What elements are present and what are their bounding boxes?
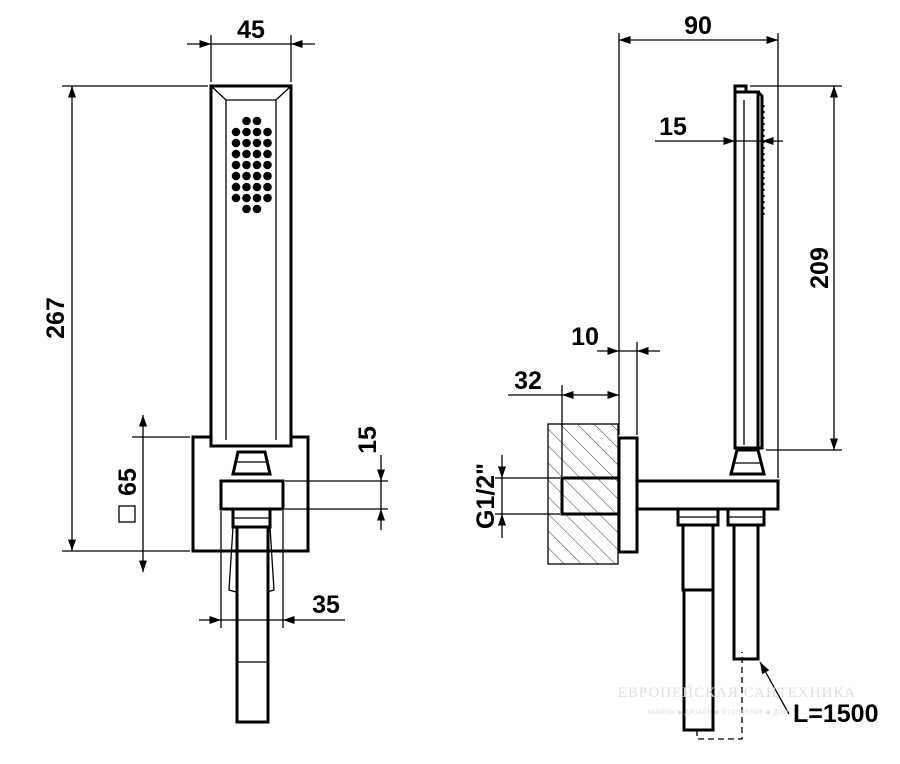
holder-front bbox=[219, 479, 285, 511]
nozzle-dot bbox=[242, 204, 251, 214]
dimension-hose-length: L=1500 bbox=[759, 661, 879, 728]
holder-neck-front bbox=[231, 450, 272, 476]
dimension-10: 10 bbox=[571, 323, 660, 435]
spray-nozzles bbox=[231, 116, 272, 214]
square-symbol bbox=[118, 505, 136, 523]
nozzle-dot bbox=[263, 182, 272, 192]
nozzle-dot bbox=[242, 149, 251, 159]
holder-neck-side bbox=[729, 448, 766, 476]
nozzle-dot bbox=[242, 193, 251, 203]
nozzle-dot bbox=[231, 193, 241, 203]
dimension-15-left: 15 bbox=[285, 426, 388, 530]
nozzle-dot bbox=[242, 171, 251, 181]
hose-connector-front bbox=[231, 507, 272, 529]
nozzle-dot bbox=[231, 160, 241, 170]
nozzle-dot bbox=[242, 127, 251, 137]
nozzle-dot bbox=[252, 204, 262, 214]
dimension-32: 32 bbox=[508, 367, 619, 476]
dimension-thread: G1/2" bbox=[472, 455, 560, 538]
handshower-front bbox=[209, 84, 293, 448]
nozzle-dot bbox=[263, 160, 272, 170]
watermark-line-1: ЕВРОПЕЙСКАЯ САНТЕХНИКА bbox=[618, 684, 857, 701]
nozzle-dot bbox=[263, 149, 272, 159]
handshower-side bbox=[733, 84, 765, 450]
dimension-209-label: 209 bbox=[806, 247, 834, 289]
nozzle-dot bbox=[231, 127, 241, 137]
dimension-thread-label: G1/2" bbox=[472, 463, 500, 529]
dimension-45: 45 bbox=[187, 16, 315, 82]
nozzle-dot bbox=[231, 149, 241, 159]
nozzle-dot bbox=[252, 138, 262, 148]
dimension-45-label: 45 bbox=[237, 16, 265, 44]
dimension-35: 35 bbox=[199, 511, 345, 628]
dimension-267-label: 267 bbox=[42, 297, 70, 339]
nozzle-dot bbox=[252, 149, 262, 159]
dimension-15-right-label: 15 bbox=[659, 113, 687, 141]
nozzle-dot bbox=[252, 171, 262, 181]
nozzle-dot bbox=[252, 127, 262, 137]
nozzle-dot bbox=[252, 182, 262, 192]
nozzle-dot bbox=[242, 182, 251, 192]
nozzle-dot bbox=[252, 116, 262, 126]
watermark-line-2: КАМЕНЬ ◆ ДИЗАЙН ◆ ОТОПЛЕНИЕ ◆ ДОМ bbox=[647, 708, 788, 716]
hose-front bbox=[228, 526, 275, 724]
outlet-hose-side bbox=[676, 507, 743, 740]
nozzle-dot bbox=[231, 171, 241, 181]
dimension-15-left-label: 15 bbox=[354, 426, 382, 454]
nozzle-dot bbox=[263, 127, 272, 137]
holder-arm-side bbox=[635, 479, 780, 511]
dimension-65: 65 bbox=[114, 415, 190, 572]
nozzle-dot bbox=[231, 138, 241, 148]
dimension-10-label: 10 bbox=[571, 323, 599, 351]
watermark: ЕВРОПЕЙСКАЯ САНТЕХНИКА КАМЕНЬ ◆ ДИЗАЙН ◆… bbox=[618, 684, 857, 716]
nozzle-dot bbox=[242, 138, 251, 148]
dimension-35-label: 35 bbox=[312, 591, 340, 619]
dimension-267: 267 bbox=[42, 85, 208, 552]
nozzle-dot bbox=[263, 193, 272, 203]
dimension-90-label: 90 bbox=[684, 12, 712, 40]
dimension-65-label: 65 bbox=[114, 468, 142, 496]
dimension-32-label: 32 bbox=[514, 367, 542, 395]
wall-plate-side bbox=[617, 436, 639, 554]
wall-section bbox=[547, 423, 619, 565]
nozzle-dot bbox=[263, 138, 272, 148]
front-view: 45 267 65 15 bbox=[42, 16, 388, 724]
nozzle-dot bbox=[252, 160, 262, 170]
nozzle-dot bbox=[242, 160, 251, 170]
nozzle-dot bbox=[231, 182, 241, 192]
nozzle-dot bbox=[252, 193, 262, 203]
dimension-209: 209 bbox=[750, 85, 842, 451]
wall-plate-front bbox=[191, 435, 310, 553]
nozzle-dot bbox=[263, 171, 272, 181]
hose-connector-side bbox=[726, 507, 766, 661]
nozzle-dot bbox=[242, 116, 251, 126]
dimension-15-right: 15 bbox=[655, 113, 783, 146]
dimension-90: 90 bbox=[618, 12, 779, 478]
dimension-hose-length-label: L=1500 bbox=[793, 700, 879, 728]
side-view: 90 15 209 10 32 bbox=[472, 12, 879, 740]
